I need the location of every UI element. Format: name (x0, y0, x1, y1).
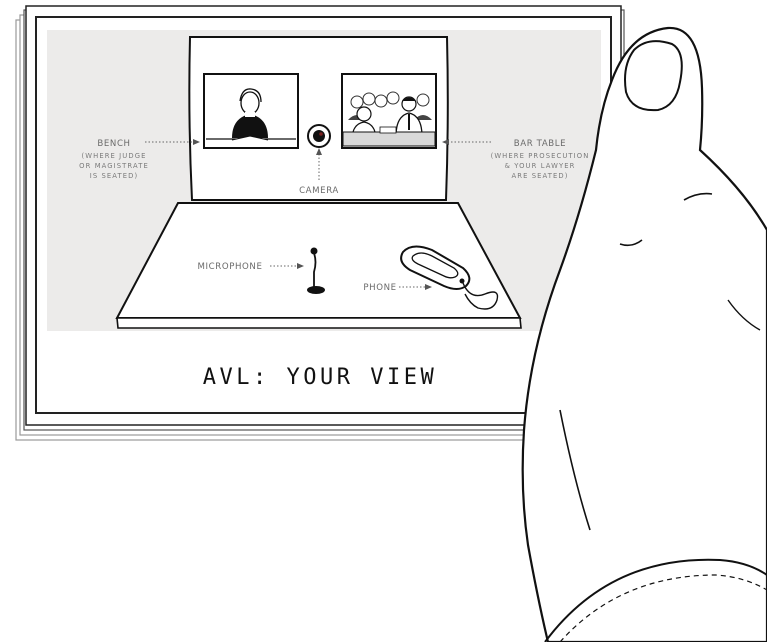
bench-sub-line-1: (WHERE JUDGE (82, 152, 147, 160)
bar-table-sub-line-1: (WHERE PROSECUTION (491, 152, 590, 160)
bench-sub-line-2: OR MAGISTRATE (79, 162, 149, 170)
bar-table-sub-line-3: ARE SEATED) (512, 172, 569, 180)
camera-label: CAMERA (299, 186, 339, 196)
microphone-label: MICROPHONE (198, 262, 263, 272)
phone-label: PHONE (363, 283, 396, 293)
card-title: AVL: YOUR VIEW (203, 365, 437, 390)
bar-table-label: BAR TABLE (514, 139, 566, 149)
bar-table-video-window (342, 74, 436, 148)
judge-video-window (204, 74, 298, 148)
bar-table-sub-line-2: & YOUR LAWYER (505, 162, 576, 170)
bench-sub-line-3: IS SEATED) (90, 172, 139, 180)
camera-icon (308, 125, 330, 147)
bench-label: BENCH (97, 139, 130, 149)
